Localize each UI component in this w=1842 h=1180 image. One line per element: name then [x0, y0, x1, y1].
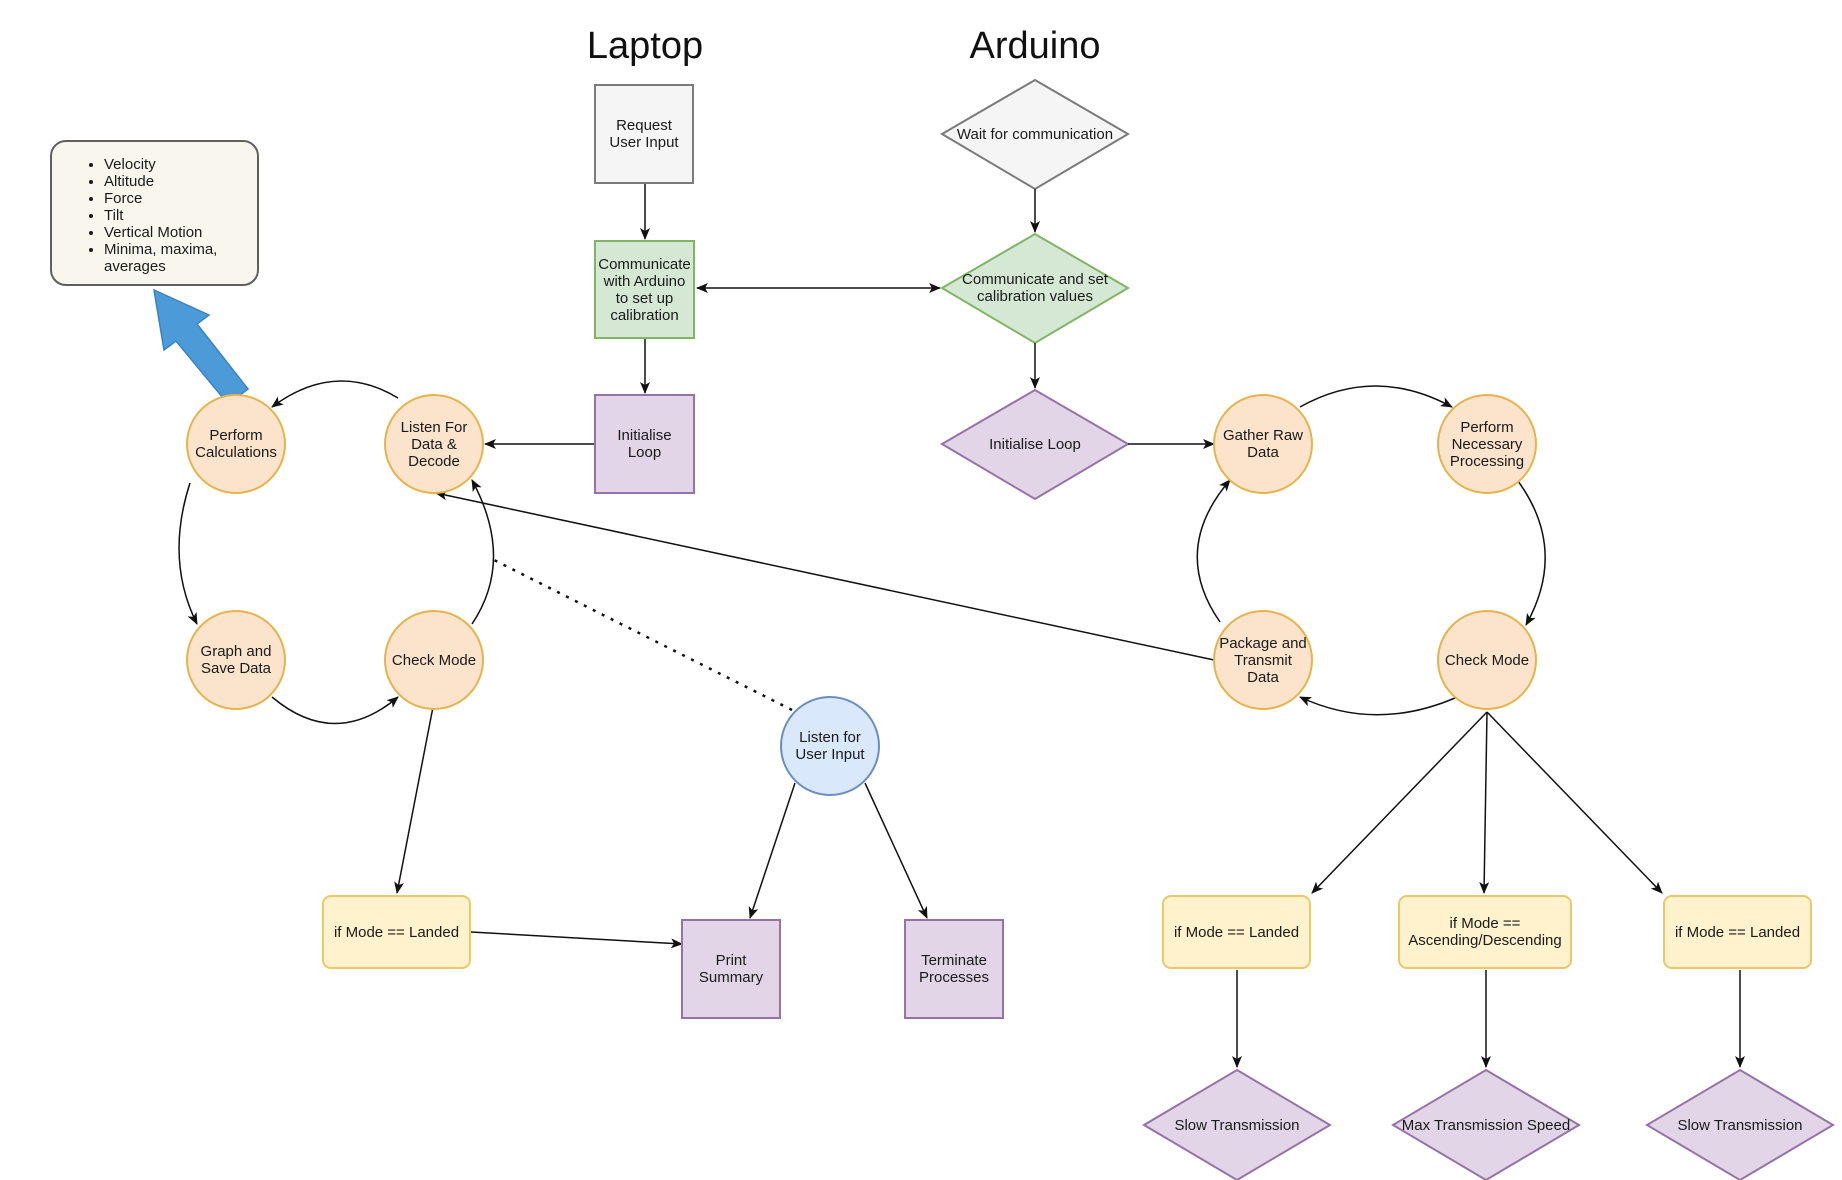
laptop-initialise-loop-box: Initialise Loop [594, 394, 695, 494]
perform-processing-node: Perform Necessary Processing [1437, 394, 1537, 494]
wait-for-communication-label: Wait for communication [956, 125, 1114, 143]
arduino-heading: Arduino [969, 25, 1101, 67]
arduino-if-ascending-box: if Mode == Ascending/Descending [1398, 895, 1572, 969]
communicate-calibration-box: Communicate with Arduino to set up calib… [594, 240, 695, 339]
arrow-calculations-to-graph [178, 482, 198, 625]
slow-transmission-right-diamond [1645, 1068, 1835, 1180]
graph-and-save-node: Graph and Save Data [186, 610, 286, 710]
communicate-calibration-label: Communicate and set calibration values [962, 271, 1108, 305]
laptop-check-mode-node: Check Mode [384, 610, 484, 710]
listen-user-input-node: Listen for User Input [780, 696, 880, 796]
arrow-userinput-to-terminate [864, 782, 928, 919]
laptop-if-landed-box: if Mode == Landed [322, 895, 471, 969]
terminate-processes-box: Terminate Processes [904, 919, 1004, 1019]
arduino-initialise-loop-diamond [940, 388, 1130, 501]
arduino-check-mode-node: Check Mode [1437, 610, 1537, 710]
request-user-input-box: Request User Input [594, 84, 694, 184]
arrow-userinput-to-print [748, 782, 796, 919]
arrow-listen-to-calculations [271, 380, 399, 408]
arduino-if-landed-left-box: if Mode == Landed [1162, 895, 1311, 969]
laptop-heading: Laptop [586, 25, 704, 67]
arrow-checkmode-to-landed [394, 706, 434, 894]
arrow-checkmode-to-landed-right [1486, 711, 1663, 894]
metric-item: Minima, maxima, averages [104, 241, 257, 275]
arrow-checkmode-to-listen [471, 479, 495, 625]
metrics-note: Velocity Altitude Force Tilt Vertical Mo… [50, 140, 259, 286]
package-transmit-node: Package and Transmit Data [1213, 610, 1313, 710]
perform-calculations-node: Perform Calculations [186, 394, 286, 494]
arduino-if-landed-right-box: if Mode == Landed [1663, 895, 1812, 969]
arduino-initialise-loop-label: Initialise Loop [989, 435, 1081, 453]
metric-item: Tilt [104, 207, 257, 224]
slow-transmission-left-diamond [1142, 1068, 1332, 1180]
arrow-checkmode-to-package [1299, 696, 1456, 716]
listen-for-data-node: Listen For Data & Decode [384, 394, 484, 494]
highlight-arrow [153, 288, 250, 406]
metric-item: Vertical Motion [104, 224, 257, 241]
metric-item: Force [104, 190, 257, 207]
arrow-package-to-gather [1196, 479, 1231, 623]
arrow-landed-to-print [470, 931, 683, 949]
max-transmission-diamond [1391, 1068, 1581, 1180]
slow-transmission-right-label: Slow Transmission [1677, 1116, 1803, 1134]
print-summary-box: Print Summary [681, 919, 781, 1019]
arrow-gather-to-processing [1299, 385, 1453, 408]
arrow-transmit-to-listen [435, 490, 1215, 661]
metrics-list: Velocity Altitude Force Tilt Vertical Mo… [52, 156, 257, 275]
metric-item: Altitude [104, 173, 257, 190]
arrow-checkmode-to-landed-left [1311, 711, 1488, 894]
metric-item: Velocity [104, 156, 257, 173]
slow-transmission-left-label: Slow Transmission [1174, 1116, 1300, 1134]
arrow-graph-to-checkmode [271, 696, 399, 725]
arrow-processing-to-checkmode [1517, 480, 1546, 626]
gather-raw-data-node: Gather Raw Data [1213, 394, 1313, 494]
arrow-checkmode-to-ascending [1479, 711, 1490, 894]
dotted-user-input-to-listen [493, 558, 793, 712]
max-transmission-label: Max Transmission Speed [1401, 1116, 1571, 1134]
